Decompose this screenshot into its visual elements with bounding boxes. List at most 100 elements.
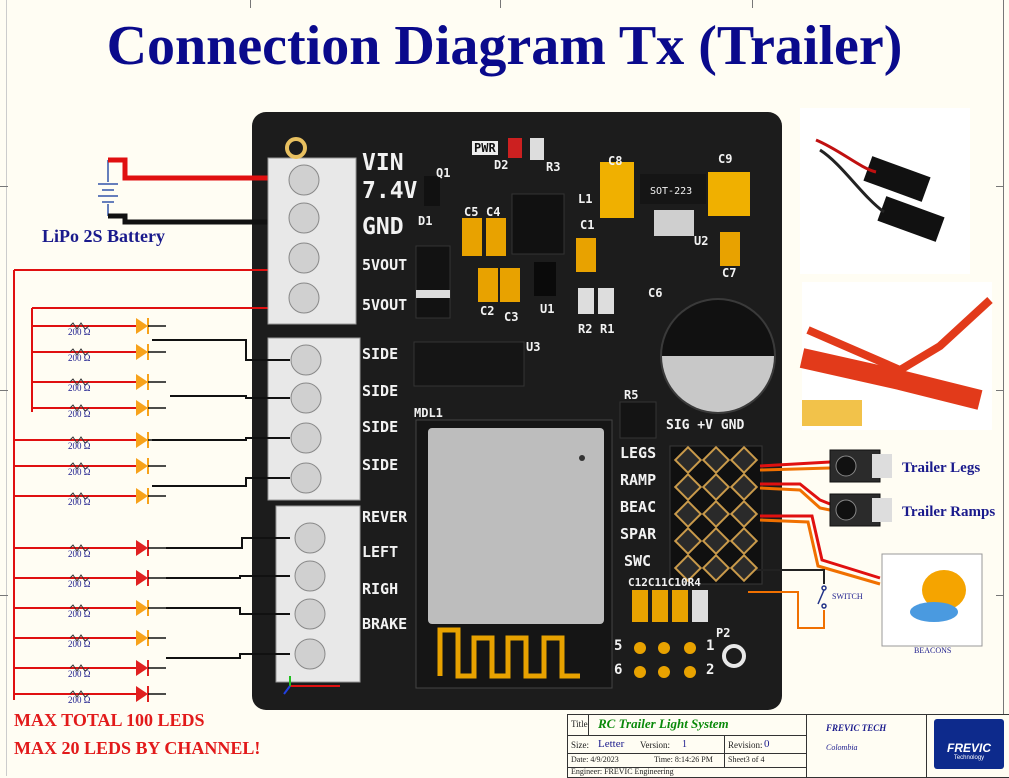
pcb-label-c7: C7	[722, 266, 737, 280]
header-pin	[701, 499, 731, 529]
led-symbol	[136, 400, 148, 416]
pcb-label-l1: L1	[578, 192, 593, 206]
tick	[996, 595, 1004, 596]
resistor-symbol	[69, 462, 90, 470]
led-symbol	[136, 432, 148, 448]
pcb-label-r3: R3	[546, 160, 561, 174]
pcb-label-u3: U3	[526, 340, 541, 354]
tb-revision-value: 0	[764, 738, 770, 750]
header-pin	[729, 553, 759, 583]
servo-label-legs: Trailer Legs	[902, 460, 981, 476]
resistor-symbol	[69, 604, 90, 612]
led-symbol	[136, 686, 148, 702]
tb-date: Date: 4/9/2023	[571, 755, 619, 764]
header-pin	[673, 472, 703, 502]
pwm-label-swc: SWC	[624, 552, 652, 570]
resistor-symbol	[69, 436, 90, 444]
light-output-wires	[166, 537, 290, 659]
resistor-symbol	[69, 634, 90, 642]
led-symbol	[136, 344, 148, 360]
pcb-label-pin2: 2	[706, 662, 715, 678]
resistor-symbol	[69, 348, 90, 356]
terminal-label-5vout-1: 5VOUT	[362, 256, 408, 274]
resistor-value-label: 200 Ω	[68, 327, 91, 337]
resistor-symbol	[69, 378, 90, 386]
terminal-label-gnd: GND	[362, 214, 404, 240]
title-block: Title RC Trailer Light System Size: Lett…	[567, 714, 1009, 778]
pwm-label-spar: SPAR	[620, 525, 657, 543]
header-pin	[729, 472, 759, 502]
pcb-label-d1: D1	[418, 214, 433, 228]
resistor-value-label: 200 Ω	[68, 695, 91, 705]
tick	[250, 0, 251, 8]
header-pin	[729, 526, 759, 556]
resistor-value-label: 200 Ω	[68, 353, 91, 363]
pcb-label-c6: C6	[648, 286, 663, 300]
tick	[0, 390, 8, 391]
tb-title-key: Title	[571, 719, 588, 729]
battery-symbol	[98, 160, 118, 216]
battery-label: LiPo 2S Battery	[42, 226, 165, 246]
logo-subtext: Technology	[953, 755, 985, 761]
battery-negative-wire	[108, 213, 290, 225]
pcb-label-sot: SOT-223	[650, 186, 693, 197]
terminal-label-side-3: SIDE	[362, 418, 399, 436]
resistor-value-label: 200 Ω	[68, 441, 91, 451]
pin-grid	[673, 445, 762, 583]
servo-wires	[759, 460, 881, 586]
switch-wires	[748, 569, 825, 629]
pcb-label-c1: C1	[580, 218, 595, 232]
beacon-image	[881, 553, 983, 647]
led-symbol	[136, 660, 148, 676]
led-symbol	[136, 318, 148, 334]
resistor-value-label: 200 Ω	[68, 409, 91, 419]
tb-divider	[724, 735, 725, 767]
terminal-block-lights	[275, 505, 361, 683]
header-pin	[729, 499, 759, 529]
tb-title-value: RC Trailer Light System	[598, 716, 729, 731]
servo-ramps	[829, 493, 892, 527]
resistor-value-label: 200 Ω	[68, 383, 91, 393]
pwm-label-beac: BEAC	[620, 498, 657, 516]
header-pin	[673, 526, 703, 556]
resistor-value-label: 200 Ω	[68, 609, 91, 619]
resistor-value-label: 200 Ω	[68, 579, 91, 589]
header-pin	[701, 526, 731, 556]
pcb-label-c5: C5	[464, 205, 479, 219]
led-symbol	[136, 540, 148, 556]
resistor-symbol	[69, 690, 90, 698]
tb-engineer: Engineer: FREVIC Engineering	[571, 767, 674, 776]
pcb-label-pin6: 6	[614, 662, 623, 678]
tb-divider	[568, 735, 806, 736]
tb-divider	[926, 715, 927, 777]
led-symbol	[136, 630, 148, 646]
pcb-label-r1: R1	[600, 322, 615, 336]
servo-legs	[829, 449, 892, 483]
tb-version-value: 1	[682, 739, 687, 750]
resistor-symbol	[69, 322, 90, 330]
tick	[0, 186, 8, 187]
side-output-wires	[152, 339, 290, 487]
tb-company: FREVIC TECH	[826, 723, 887, 733]
resistor-value-label: 200 Ω	[68, 669, 91, 679]
pcb-label-r5: R5	[624, 388, 639, 402]
led-strip-photo	[800, 108, 970, 274]
pcb-label-c3: C3	[504, 310, 519, 324]
terminal-label-brake: BRAKE	[362, 615, 408, 633]
tb-time: Time: 8:14:26 PM	[654, 755, 713, 764]
resistor-value-label: 200 Ω	[68, 549, 91, 559]
header-pin	[673, 499, 703, 529]
beacons-label: BEACONS	[914, 646, 952, 655]
tick	[500, 0, 501, 8]
pwm-label-legs: LEGS	[620, 444, 657, 462]
terminal-block-power	[267, 157, 357, 325]
switch-label: SWITCH	[832, 592, 863, 601]
pcb-label-c8: C8	[608, 154, 623, 168]
pcb-label-c4: C4	[486, 205, 501, 219]
tb-country: Colombia	[826, 743, 858, 752]
warning-total-leds: MAX TOTAL 100 LEDS	[14, 710, 205, 730]
axis-z	[283, 685, 291, 695]
pcb-label-u2: U2	[694, 234, 709, 248]
resistor-value-label: 200 Ω	[68, 639, 91, 649]
company-logo: FREVIC Technology	[934, 719, 1004, 769]
